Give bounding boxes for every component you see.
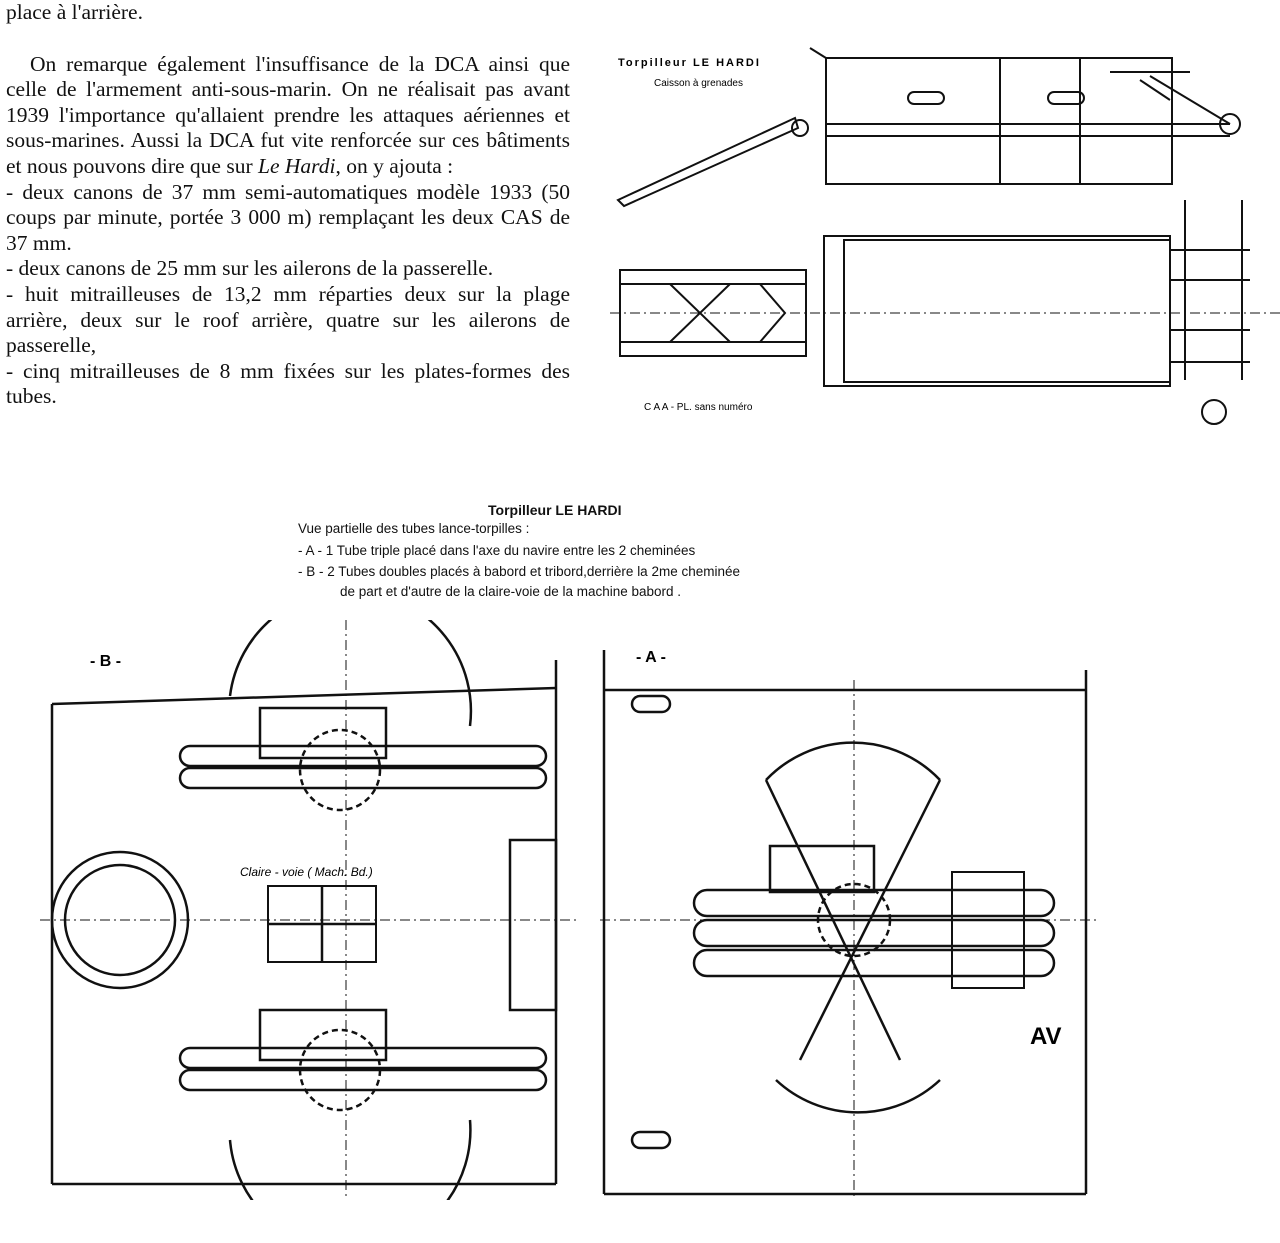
bullet-item: - deux canons de 37 mm semi-automatiques… xyxy=(6,179,570,255)
tube-upper-2 xyxy=(178,766,548,790)
caisson-plan-view xyxy=(619,200,1250,387)
claire-voie-label: Claire - voie ( Mach. Bd.) xyxy=(240,865,373,879)
tubes-caption-1: Vue partielle des tubes lance-torpilles … xyxy=(298,521,530,536)
caisson-title: Torpilleur LE HARDI xyxy=(618,57,761,69)
tubes-caption-4: de part et d'autre de la claire-voie de … xyxy=(340,584,682,599)
label-a: - A - xyxy=(636,649,666,666)
tube-a-3 xyxy=(692,948,1056,978)
drawing-tubes-a: - A - AV xyxy=(600,620,1100,1200)
ship-name-italic: Le Hardi xyxy=(258,153,336,178)
text-line-continuation: place à l'arrière. xyxy=(6,0,143,24)
tube-upper-1 xyxy=(178,744,548,768)
bullet-item: - huit mitrailleuses de 13,2 mm répartie… xyxy=(6,281,570,358)
tubes-a-svg: - A - AV xyxy=(600,649,1100,1200)
drawing-credit: C A A - PL. sans numéro xyxy=(644,402,753,413)
tube-lower-2 xyxy=(178,1068,548,1092)
drawing-tubes-b: - B - xyxy=(40,588,580,1243)
tube-lower-1 xyxy=(178,1046,548,1070)
stamp-mark xyxy=(1201,399,1227,425)
article-text: place à l'arrière. On remarque également… xyxy=(6,0,570,410)
bullet-item: - cinq mitrailleuses de 8 mm fixées sur … xyxy=(6,358,570,409)
tubes-caption-3: - B - 2 Tubes doubles placés à babord et… xyxy=(298,564,740,579)
drawing-caisson-grenades: Torpilleur LE HARDI Caisson à grenades C… xyxy=(610,40,1280,440)
av-label: AV xyxy=(1030,1023,1062,1050)
label-b: - B - xyxy=(90,653,121,670)
caisson-drawing-svg: Torpilleur LE HARDI Caisson à grenades C… xyxy=(610,47,1280,425)
caisson-side-view xyxy=(616,47,1241,208)
bullet-item: - deux canons de 25 mm sur les ailerons … xyxy=(6,256,494,281)
caisson-subtitle: Caisson à grenades xyxy=(654,78,743,89)
paragraph-dca: On remarque également l'insuffisance de … xyxy=(6,51,570,178)
tube-a-2 xyxy=(692,918,1056,948)
tubes-b-svg: - B - xyxy=(40,588,580,1243)
tubes-caption-2: - A - 1 Tube triple placé dans l'axe du … xyxy=(298,543,696,558)
tubes-title: Torpilleur LE HARDI xyxy=(488,502,622,518)
